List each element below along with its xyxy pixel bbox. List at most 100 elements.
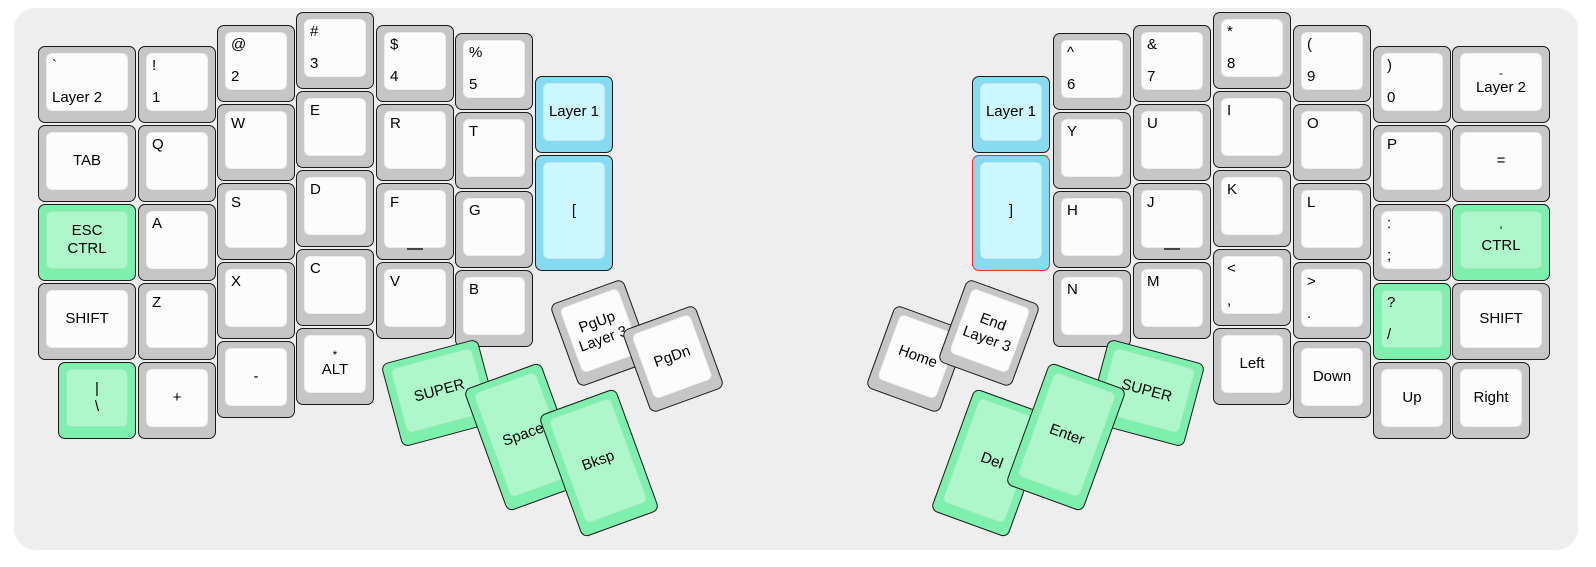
keycap-surface — [225, 348, 287, 406]
keycap-surface — [1141, 190, 1203, 248]
keycap-surface — [1141, 111, 1203, 169]
key-r-equal[interactable]: = — [1452, 125, 1550, 202]
key-l-minus[interactable]: - — [217, 341, 295, 418]
keycap-surface — [543, 83, 605, 141]
key-r-down[interactable]: Down — [1293, 341, 1371, 418]
keycap-surface — [146, 211, 208, 269]
key-l-w[interactable]: W — [217, 104, 295, 181]
key-l-b[interactable]: B — [455, 270, 533, 347]
keycap-surface — [146, 369, 208, 427]
key-l-t[interactable]: T — [455, 112, 533, 189]
key-r-period[interactable]: >. — [1293, 262, 1371, 339]
keycap-surface — [980, 162, 1042, 259]
key-l-1[interactable]: !1 — [138, 46, 216, 123]
key-r-8[interactable]: *8 — [1213, 12, 1291, 89]
key-r-m[interactable]: M — [1133, 262, 1211, 339]
keycap-surface — [1221, 98, 1283, 156]
key-l-bracket-open[interactable]: [ — [535, 155, 613, 271]
key-l-q[interactable]: Q — [138, 125, 216, 202]
keycap-surface — [1460, 290, 1542, 348]
key-r-9[interactable]: (9 — [1293, 25, 1371, 102]
keycap-surface — [384, 269, 446, 327]
key-r-h[interactable]: H — [1053, 191, 1131, 268]
key-r-i[interactable]: I — [1213, 91, 1291, 168]
keycap-surface — [225, 269, 287, 327]
key-r-enter[interactable]: Enter — [1005, 361, 1127, 513]
key-l-s[interactable]: S — [217, 183, 295, 260]
key-l-2[interactable]: @2 — [217, 25, 295, 102]
keycap-surface — [1301, 348, 1363, 406]
keycap-surface — [1301, 190, 1363, 248]
key-r-6[interactable]: ^6 — [1053, 33, 1131, 110]
keycap-surface — [463, 277, 525, 335]
key-r-bracket-close[interactable]: ] — [972, 155, 1050, 271]
key-l-d[interactable]: D — [296, 170, 374, 247]
keycap-surface — [1460, 369, 1522, 427]
key-r-left[interactable]: Left — [1213, 328, 1291, 405]
keycap-surface — [1381, 290, 1443, 348]
key-l-x[interactable]: X — [217, 262, 295, 339]
key-r-n[interactable]: N — [1053, 270, 1131, 347]
key-r-quote-ctrl[interactable]: 'CTRL — [1452, 204, 1550, 281]
key-r-p[interactable]: P — [1373, 125, 1451, 202]
keycap-surface — [384, 190, 446, 248]
key-r-7[interactable]: &7 — [1133, 25, 1211, 102]
key-r-minus-layer2[interactable]: -Layer 2 — [1452, 46, 1550, 123]
key-l-3[interactable]: #3 — [296, 12, 374, 89]
keycap-surface — [543, 162, 605, 259]
key-r-u[interactable]: U — [1133, 104, 1211, 181]
keycap-surface — [146, 53, 208, 111]
keycap-surface — [304, 177, 366, 235]
key-r-k[interactable]: K — [1213, 170, 1291, 247]
keycap-surface — [225, 190, 287, 248]
keycap-surface — [304, 335, 366, 393]
homing-bar-icon — [407, 248, 423, 250]
keycap-surface — [1301, 111, 1363, 169]
keycap-surface — [384, 32, 446, 90]
keycap-surface — [304, 256, 366, 314]
keycap-surface — [304, 98, 366, 156]
key-l-r[interactable]: R — [376, 104, 454, 181]
key-r-o[interactable]: O — [1293, 104, 1371, 181]
key-r-slash[interactable]: ?/ — [1373, 283, 1451, 360]
keycap-surface — [146, 290, 208, 348]
key-r-y[interactable]: Y — [1053, 112, 1131, 189]
keycap-surface — [1301, 269, 1363, 327]
key-r-semicolon[interactable]: :; — [1373, 204, 1451, 281]
key-l-f[interactable]: F — [376, 183, 454, 260]
key-l-e[interactable]: E — [296, 91, 374, 168]
keycap-surface — [1301, 32, 1363, 90]
keycap-surface — [463, 40, 525, 98]
keycap-surface — [1221, 177, 1283, 235]
key-r-right[interactable]: Right — [1452, 362, 1530, 439]
key-r-shift[interactable]: SHIFT — [1452, 283, 1550, 360]
key-r-0[interactable]: )0 — [1373, 46, 1451, 123]
key-r-comma[interactable]: <, — [1213, 249, 1291, 326]
key-l-alt[interactable]: *ALT — [296, 328, 374, 405]
homing-bar-icon — [1164, 248, 1180, 250]
keycap-surface — [1061, 198, 1123, 256]
key-l-g[interactable]: G — [455, 191, 533, 268]
keycap-surface — [46, 53, 128, 111]
keycap-surface — [1061, 277, 1123, 335]
keycap-surface — [46, 211, 128, 269]
key-r-up[interactable]: Up — [1373, 362, 1451, 439]
key-l-pipe-backslash[interactable]: |\ — [58, 362, 136, 439]
keycap-surface — [463, 198, 525, 256]
keycap-surface — [1141, 269, 1203, 327]
keycap-surface — [1460, 211, 1542, 269]
keycap-surface — [1381, 369, 1443, 427]
key-l-c[interactable]: C — [296, 249, 374, 326]
keycap-surface — [1381, 132, 1443, 190]
key-r-layer1[interactable]: Layer 1 — [972, 76, 1050, 153]
keycap-surface — [1061, 119, 1123, 177]
key-r-j[interactable]: J — [1133, 183, 1211, 260]
keycap-surface — [1221, 335, 1283, 393]
keycap-surface — [66, 369, 128, 427]
keycap-surface — [384, 111, 446, 169]
keycap-surface — [146, 132, 208, 190]
key-l-plus[interactable]: + — [138, 362, 216, 439]
key-r-l[interactable]: L — [1293, 183, 1371, 260]
